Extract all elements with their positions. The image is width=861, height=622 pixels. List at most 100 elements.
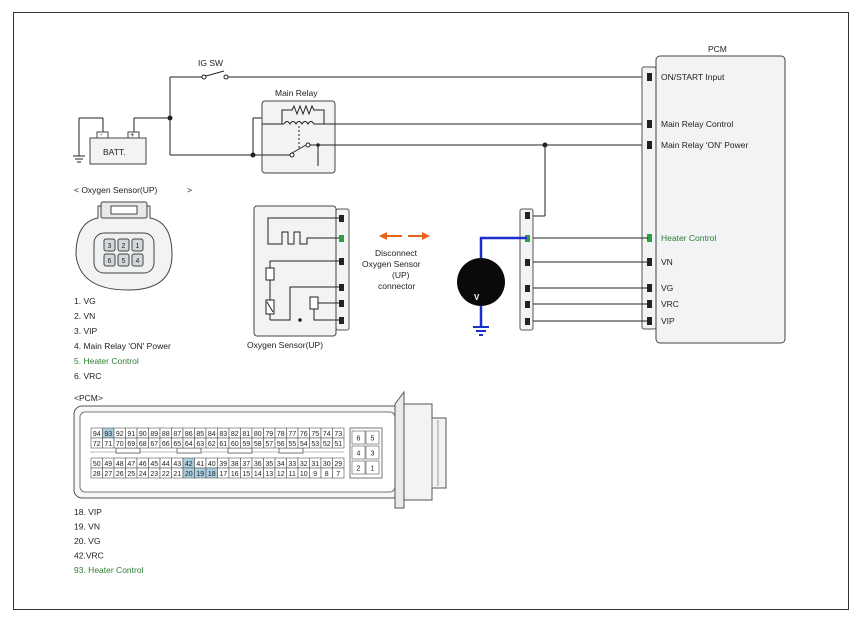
disconnect-note-line: Disconnect [375, 248, 418, 258]
pcm-cell-number: 71 [104, 441, 112, 448]
pcm-cell-number: 38 [231, 461, 239, 468]
pcm-pin-marker [647, 317, 652, 325]
pcm-cell-number: 10 [300, 471, 308, 478]
pcm-cell-number: 22 [162, 471, 170, 478]
pcm-cell-number: 49 [104, 461, 112, 468]
pcm-cell-number: 90 [139, 431, 147, 438]
pcm-cell-number: 7 [336, 471, 340, 478]
pcm-side-pin-number: 1 [371, 466, 375, 473]
disconnect-note-line: (UP) [392, 270, 410, 280]
pcm-cell-number: 14 [254, 471, 262, 478]
pcm-side-pin [365, 460, 380, 475]
pcm-cell-number: 21 [173, 471, 181, 478]
pcm-side-pin-number: 3 [371, 451, 375, 458]
pcm-cell-number: 86 [185, 431, 193, 438]
pcm-side-pin-number: 2 [357, 466, 361, 473]
ground-symbol-battery [73, 155, 85, 163]
o2-pin-label: 1. VG [74, 296, 96, 306]
battery-plus-label: + [130, 130, 135, 139]
disconnect-note-line: connector [378, 281, 415, 291]
o2-cavity [103, 238, 116, 252]
oxygen-sensor-label: Oxygen Sensor(UP) [247, 340, 323, 350]
pcm-cell-number: 59 [242, 441, 250, 448]
pcm-cell-number: 46 [139, 461, 147, 468]
battery-label: BATT. [103, 147, 126, 157]
pcm-cell-number: 37 [242, 461, 250, 468]
o2-cavity [117, 253, 130, 267]
pcm-cell-number: 63 [196, 441, 204, 448]
pcm-cell-number: 51 [334, 441, 342, 448]
pcm-cell-number: 91 [127, 431, 135, 438]
pcm-title: PCM [708, 44, 727, 54]
o2-pin-label: 5. Heater Control [74, 356, 139, 366]
pcm-cell-number: 36 [254, 461, 262, 468]
pcm-cell-number: 58 [254, 441, 262, 448]
pcm-cell-number: 89 [150, 431, 158, 438]
pcm-cell-number: 69 [127, 441, 135, 448]
pcm-pin-marker [647, 234, 652, 242]
ig-switch-label: IG SW [198, 58, 223, 68]
o2-pin-label: 6. VRC [74, 371, 101, 381]
o2-connector-title-end: > [187, 185, 192, 195]
pcm-cell-number: 68 [139, 441, 147, 448]
pcm-cell-number: 93 [104, 431, 112, 438]
pcm-pin-marker [647, 284, 652, 292]
pcm-pin-marker [647, 120, 652, 128]
pcm-input-label: ON/START Input [661, 72, 725, 82]
pcm-side-pin-number: 6 [357, 436, 361, 443]
pcm-cell-number: 20 [185, 471, 193, 478]
battery-minus-label: - [100, 130, 103, 139]
pcm-cell-number: 60 [231, 441, 239, 448]
pcm-cell-number: 32 [300, 461, 308, 468]
pcm-cell-number: 84 [208, 431, 216, 438]
pcm-cell-number: 79 [265, 431, 273, 438]
pcm-cell-number: 61 [219, 441, 227, 448]
pcm-cell-number: 72 [93, 441, 101, 448]
o2-cavity [131, 253, 144, 267]
o2-cavity [103, 253, 116, 267]
pcm-cell-number: 62 [208, 441, 216, 448]
pcm-cell-number: 50 [93, 461, 101, 468]
pcm-cell-number: 16 [231, 471, 239, 478]
pcm-cell-number: 73 [334, 431, 342, 438]
pcm-cell-number: 17 [219, 471, 227, 478]
pcm-cell-number: 76 [300, 431, 308, 438]
o2-cavity-number: 3 [108, 243, 112, 250]
pcm-cell-number: 47 [127, 461, 135, 468]
voltmeter: V [457, 236, 527, 336]
pcm-input-label: VIP [661, 316, 675, 326]
pcm-cell-number: 11 [289, 471, 296, 478]
pcm-cell-number: 25 [127, 471, 135, 478]
o2-cavity [131, 238, 144, 252]
ignition-switch: IG SW [198, 58, 229, 80]
pcm-side-pin-number: 4 [357, 451, 361, 458]
pcm-cell-number: 42 [185, 461, 193, 468]
pcm-cell-number: 12 [277, 471, 285, 478]
pcm-cell-number: 44 [162, 461, 170, 468]
pcm-cell-number: 82 [231, 431, 239, 438]
pcm-cell-number: 19 [196, 471, 204, 478]
pcm-cell-number: 15 [242, 471, 250, 478]
pcm-cell-number: 64 [185, 441, 193, 448]
pcm-cell-number: 48 [116, 461, 124, 468]
pcm-input-label: VRC [661, 299, 679, 309]
pcm-cell-number: 85 [196, 431, 204, 438]
pcm-cell-number: 88 [162, 431, 170, 438]
heater-pin-marker [525, 235, 530, 242]
pcm-cell-number: 52 [323, 441, 331, 448]
pcm-cell-number: 13 [265, 471, 273, 478]
pcm-connector-title: <PCM> [74, 393, 103, 403]
pcm-cell-number: 9 [313, 471, 317, 478]
pcm-cell [332, 437, 345, 449]
pcm-cell-number: 26 [116, 471, 124, 478]
pcm-side-pin [351, 445, 366, 460]
pcm-cell-number: 75 [311, 431, 319, 438]
o2-cavity-number: 6 [108, 258, 112, 265]
pcm-cell-number: 78 [277, 431, 285, 438]
pcm-cell-number: 53 [311, 441, 319, 448]
